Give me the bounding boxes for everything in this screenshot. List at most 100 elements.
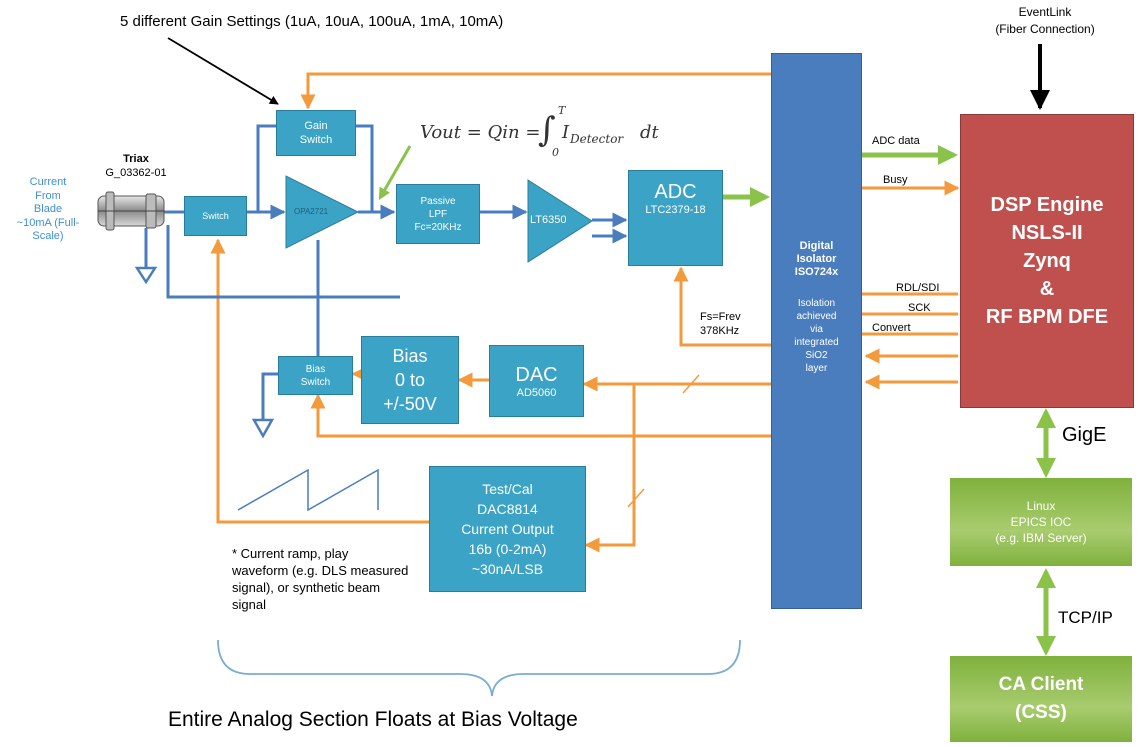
dsp-line-1: DSP Engine: [990, 194, 1104, 216]
testcal-control-line: [584, 384, 636, 553]
gain-settings-note: 5 different Gain Settings (1uA, 10uA, 10…: [120, 13, 504, 30]
opamp-label: OPA2721: [294, 207, 329, 216]
isolator-title: Digital Isolator ISO724x: [795, 240, 838, 279]
formula-dt: dt: [640, 122, 659, 143]
triax-title: Triax: [123, 153, 149, 165]
dac-block: DAC AD5060: [489, 345, 584, 417]
lt6350-triangle: [527, 179, 593, 263]
dsp-line-3: Zynq: [1023, 250, 1071, 272]
dac-title: DAC: [515, 363, 558, 386]
isolator-title-3: ISO724x: [794, 266, 839, 278]
gain-switch-block: Gain Switch: [276, 110, 356, 156]
testcal-line-1: Test/Cal: [482, 481, 533, 497]
eventlink-label: EventLink (Fiber Connection): [975, 4, 1115, 38]
testcal-output-line: [210, 238, 429, 524]
testcal-line-4: 16b (0-2mA): [468, 541, 547, 557]
bias-label-3: +/-50V: [383, 394, 437, 414]
ramp-line-1: * Current ramp, play: [232, 546, 349, 561]
input-switch-label: Switch: [202, 211, 229, 221]
convert-label: Convert: [872, 322, 911, 334]
dac-part: AD5060: [516, 386, 557, 399]
sck-label: SCK: [908, 302, 931, 314]
tcpip-label: TCP/IP: [1058, 608, 1113, 627]
testcal-line-2: DAC8814: [477, 501, 538, 517]
bias-label-1: Bias: [392, 346, 428, 366]
ground-symbols: [134, 266, 275, 439]
current-line-4: ~10mA (Full-: [16, 216, 80, 229]
triax-label: Triax G_03362-01: [96, 152, 176, 180]
dsp-line-5: RF BPM DFE: [985, 306, 1109, 328]
gain-switch-label-1: Gain: [304, 120, 328, 132]
gain-loop-left: [256, 124, 276, 212]
linux-line-2: EPICS IOC: [1010, 515, 1072, 529]
ramp-note: * Current ramp, play waveform (e.g. DLS …: [232, 545, 408, 613]
current-source-label: Current From Blade ~10mA (Full- Scale): [6, 176, 90, 244]
bias-switch-label-2: Switch: [300, 376, 331, 388]
formula-upper: T: [558, 104, 566, 117]
busy-label: Busy: [883, 174, 908, 186]
isolator-desc-2: achieved: [796, 311, 837, 322]
dsp-line-4: &: [1039, 278, 1055, 300]
formula-lhs: Vout = Qin =: [420, 122, 541, 143]
ramp-line-4: signal: [232, 597, 266, 612]
gain-switch-label-2: Switch: [299, 134, 333, 146]
formula-pointer-arrow: [378, 145, 412, 201]
passive-lpf-block: Passive LPF Fc=20KHz: [396, 184, 480, 244]
input-switch-block: Switch: [184, 196, 247, 236]
analog-section-brace: [217, 639, 741, 697]
test-cal-block: Test/Cal DAC8814 Current Output 16b (0-2…: [429, 466, 586, 592]
rdl-sdi-label: RDL/SDI: [896, 282, 940, 294]
adc-title: ADC: [654, 181, 697, 203]
bias-switch-control-line: [310, 393, 772, 438]
bias-switch-label-1: Bias: [305, 363, 326, 375]
bias-block: Bias 0 to +/-50V: [361, 336, 459, 424]
linux-line-3: (e.g. IBM Server): [995, 531, 1087, 545]
dsp-line-2: NSLS-II: [1011, 222, 1083, 244]
digital-isolator-block: Digital Isolator ISO724x Isolation achie…: [771, 53, 862, 609]
ground-icon-1: [134, 266, 158, 285]
lt6350-label: LT6350: [530, 214, 567, 226]
fs-line-2: 378KHz: [700, 325, 740, 337]
ground-icon-2: [251, 418, 275, 439]
gain-loop-right: [356, 124, 374, 212]
current-line-1: Current: [29, 176, 67, 188]
eventlink-line-1: EventLink: [1018, 5, 1072, 19]
isolator-desc-6: layer: [805, 363, 828, 374]
sawtooth-ramp-icon: [237, 468, 379, 512]
formula-current: I: [562, 122, 570, 143]
gige-label: GigE: [1062, 424, 1107, 446]
current-line-3: Blade: [33, 203, 63, 215]
testcal-line-3: Current Output: [461, 521, 554, 537]
adc-part: LTC2379-18: [645, 204, 706, 216]
isolator-desc-4: integrated: [794, 337, 839, 348]
bottom-caption: Entire Analog Section Floats at Bias Vol…: [168, 708, 578, 731]
isolator-desc-1: Isolation: [797, 298, 836, 309]
bias-switch-block: Bias Switch: [278, 356, 353, 395]
current-line-5: Scale): [32, 230, 64, 242]
fs-clock-line: [673, 266, 772, 347]
gain-control-line: [300, 72, 772, 110]
formula-integral: ∫: [538, 110, 556, 150]
ca-client-block: CA Client (CSS): [950, 656, 1132, 742]
formula-lower: 0: [552, 146, 559, 159]
linux-line-1: Linux: [1026, 499, 1056, 513]
isolator-title-1: Digital: [799, 240, 834, 252]
triax-part: G_03362-01: [105, 167, 167, 179]
fs-line-1: Fs=Frev: [700, 311, 741, 323]
isolator-desc-3: via: [810, 324, 823, 335]
ca-client-line-2: (CSS): [1015, 702, 1067, 723]
return-line: [166, 225, 400, 299]
isolator-description: Isolation achieved via integrated SiO2 l…: [794, 297, 838, 375]
triax-connector-icon: [97, 191, 165, 231]
lpf-label-1: Passive: [420, 195, 456, 207]
adc-block: ADC LTC2379-18: [628, 170, 723, 266]
ca-client-line-1: CA Client: [998, 674, 1084, 695]
linux-ioc-block: Linux EPICS IOC (e.g. IBM Server): [950, 478, 1132, 566]
isolator-title-2: Isolator: [796, 253, 837, 265]
formula-subscript: Detector: [570, 132, 624, 146]
bus-slash-marks: [627, 374, 700, 508]
eventlink-line-2: (Fiber Connection): [995, 22, 1095, 36]
lpf-label-3: Fc=20KHz: [414, 221, 462, 233]
bias-label-2: 0 to: [394, 370, 426, 390]
dsp-engine-block: DSP Engine NSLS-II Zynq & RF BPM DFE: [960, 114, 1134, 408]
